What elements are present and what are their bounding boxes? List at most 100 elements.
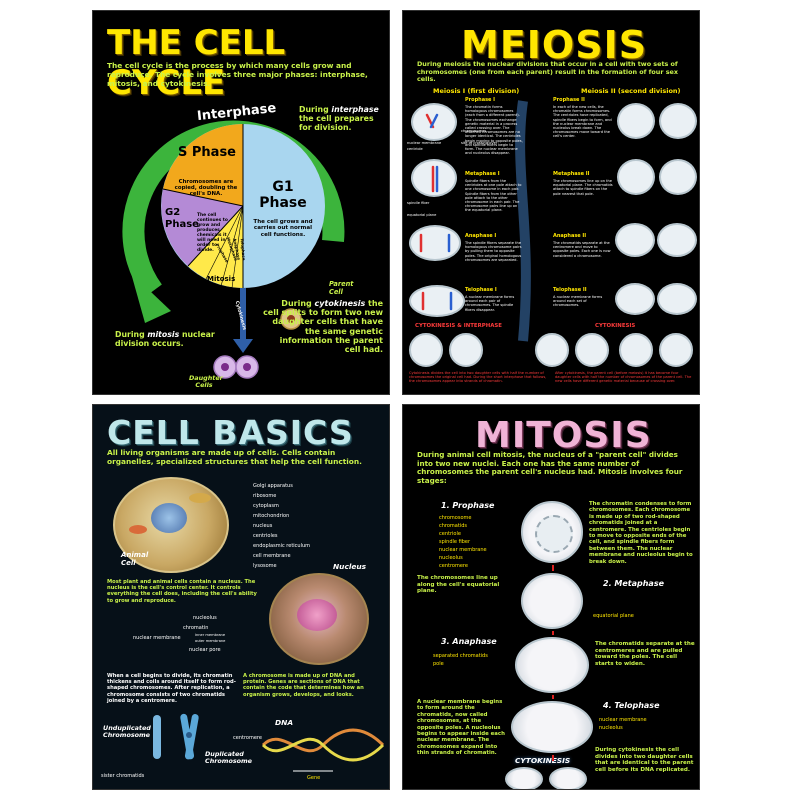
meiosis-final-cell-1 [409,333,443,367]
meiosis-final-cell-2 [449,333,483,367]
meiosis-poster: MEIOSIS During meiosis the nuclear divis… [402,10,700,395]
meiosis-1-metaphase-name: Metaphase I [465,171,500,177]
meiosis-label-spindle-fiber: spindle fiber [407,201,430,205]
anaphase-label-pole: pole [433,661,444,667]
anaphase-label-separated: separated chromatids [433,653,488,659]
organelle-nucleus: nucleus [253,523,273,529]
nucleus-part-nuclear-pore: nuclear pore [189,647,221,653]
prophase-label-centriole: centriole [439,531,461,537]
organelle-lysosome: lysosome [253,563,277,569]
dna-label: DNA [275,718,294,727]
mitosis-cytokinesis-head: CYTOKINESIS [515,756,571,765]
meiosis-1-head: Meiosis I (first division) [433,87,520,95]
mitosis-cell-anaphase [515,637,589,693]
telophase-label-membrane: nuclear membrane [599,717,647,723]
meiosis-label-nuclear-membrane: nuclear membrane [407,141,442,145]
metaphase-text: The chromosomes line up along the cell's… [417,575,500,595]
cell-basics-poster: CELL BASICS All living organisms are mad… [92,404,390,790]
dna-helix-strand-1 [261,728,385,753]
meiosis-cell-telophase-2b [657,283,697,315]
s-phase-text: Chromosomes are copied, doubling the cel… [174,179,238,198]
mitosis-intro: During animal cell mitosis, the nucleus … [417,450,683,485]
mitosis-substage-telophase: Telophase [239,237,247,261]
prophase-label-chromosome: chromosome [439,515,472,521]
g1-phase-text: The cell grows and carries out normal ce… [253,219,313,238]
meiosis-1-telophase-name: Telophase I [465,287,497,293]
nucleus-text: Most plant and animal cells contain a nu… [107,579,257,604]
cell-cycle-intro: The cell cycle is the process by which m… [107,61,368,88]
anaphase-head: 3. Anaphase [441,637,497,646]
meiosis-label-chromosomes: chromosomes [461,129,487,133]
interphase-note: During interphase the cell prepares for … [299,105,379,132]
organelle-cell-membrane: cell membrane [253,553,291,559]
nucleus-part-nuclear-membrane: nuclear membrane [133,635,181,641]
animal-cell-golgi [189,493,211,503]
sister-chromatids-label: sister chromatids [101,773,145,779]
divide-text: When a cell begins to divide, its chroma… [107,673,236,704]
mitosis-wedge [188,206,243,288]
organelle-er: endoplasmic reticulum [253,543,311,549]
meiosis-2-prophase-name: Prophase II [553,97,585,103]
metaphase-head: 2. Metaphase [603,579,665,588]
organelle-cytoplasm: cytoplasm [253,503,279,509]
g1-phase-title: G1 Phase [259,179,307,212]
meiosis-1-prophase-text: The chromatin forms homologous chromosom… [465,105,523,156]
meiosis-cell-telophase-2a [615,283,655,315]
nucleolus-illustration [297,599,337,631]
meiosis-cell-prophase-2a [617,103,655,139]
animal-cell-nucleus [151,503,187,533]
cell-cycle-diagram [122,120,345,379]
organelle-golgi: Golgi apparatus [253,483,293,489]
telophase-head: 4. Telophase [603,701,660,710]
meiosis-cell-telophase-1 [409,285,465,317]
mitosis-daughter-cell-2 [549,767,587,789]
centromere-label: centromere [233,735,262,741]
mitosis-cell-telophase [511,701,593,753]
membrane-inner: inner membrane [195,633,226,637]
meiosis-1-prophase-name: Prophase I [465,97,496,103]
meiosis-1-metaphase-text: Spindle fibers from the centrioles at on… [465,179,522,213]
telophase-label-nucleolus: nucleolus [599,725,623,731]
anaphase-text: The chromatids separate at the centromer… [595,641,695,667]
daughter-cells-label: Daughter Cells [189,374,223,390]
cell-basics-title: CELL BASICS [107,413,354,452]
mitosis-daughter-cell-1 [505,767,543,789]
meiosis-2-telophase-name: Telophase II [553,287,587,293]
equatorial-plane-label: equatorial plane [593,613,634,619]
g2-phase-wedge [161,189,243,266]
chromosome-dna-illustration [153,713,385,772]
gene-label: Gene [307,775,321,781]
meiosis-intro: During meiosis the nuclear divisions tha… [417,60,678,84]
animal-cell-mitochondrion [129,525,147,534]
parent-cell-label: Parent Cell [329,280,354,296]
duplicated-label: Duplicated Chromosome [205,750,253,766]
meiosis-cell-anaphase-1 [409,225,461,261]
cell-cycle-poster: THE CELL CYCLE The cell cycle is the pro… [92,10,390,395]
cytokinesis-interphase-head: CYTOKINESIS & INTERPHASE [415,323,502,329]
mitosis-cytokinesis-text: During cytokinesis the cell divides into… [595,747,694,773]
organelle-ribosome: ribosome [253,493,277,499]
s-phase-wedge [163,124,243,206]
mitosis-cell-metaphase [521,573,583,629]
prophase-nucleus [535,515,573,553]
cell-basics-intro: All living organisms are made up of cell… [107,448,362,466]
meiosis-cell-metaphase-2a [617,159,655,195]
mitosis-note: During mitosis nuclear division occurs. [115,330,215,348]
meiosis-cell-anaphase-2a [615,223,655,257]
meiosis-label-crossing-over: site of crossing over [461,141,498,145]
mitosis-label: Mitosis [207,275,236,283]
prophase-label-nuclear-membrane: nuclear membrane [439,547,487,553]
organelle-mitochondrion: mitochondrion [253,513,290,519]
meiosis-final-cell-6 [659,333,693,367]
nucleus-label: Nucleus [333,562,367,571]
mitosis-poster: MITOSIS During animal cell mitosis, the … [402,404,700,790]
interphase-arrowhead [131,273,171,323]
mitosis-flow-arrows [552,565,554,761]
meiosis-label-equatorial-plane: equatorial plane [407,213,437,217]
meiosis-1-anaphase-text: The spindle fibers separate the homologo… [465,241,522,262]
cell-cycle-title: THE CELL CYCLE [107,23,286,103]
meiosis-final-cell-4 [575,333,609,367]
meiosis-title: MEIOSIS [461,23,648,67]
cytokinesis-head: CYTOKINESIS [595,323,636,329]
meiosis-2-anaphase-name: Anaphase II [553,233,587,239]
